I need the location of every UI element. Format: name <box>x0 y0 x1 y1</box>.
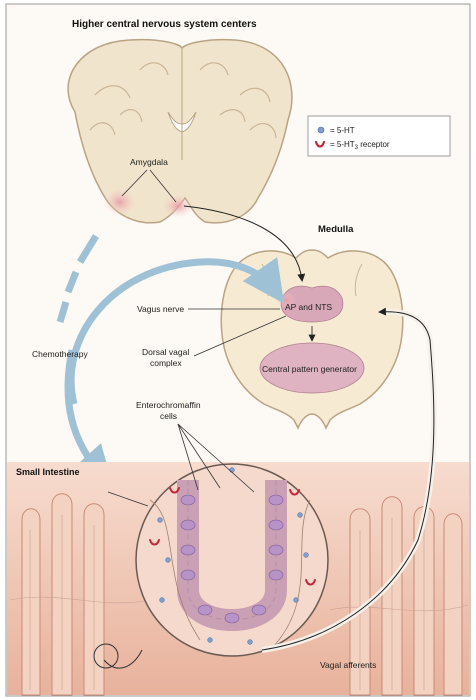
ap-nts-nucleus <box>280 285 344 323</box>
dorsal-vagal-label-1: Dorsal vagal <box>142 347 189 357</box>
legend-serotonin: = 5-HT <box>330 126 355 135</box>
receptor-icon <box>314 140 326 148</box>
brain-section <box>67 38 293 224</box>
enterochromaffin-zoom <box>135 463 329 657</box>
amygdala-to-medulla-arrow <box>183 205 306 282</box>
figure-title: Higher central nervous system centers <box>72 19 257 30</box>
vagal-afferents-label: Vagal afferents <box>320 660 376 670</box>
central-pattern-generator-region <box>259 342 365 394</box>
small-intestine-title: Small Intestine <box>16 467 80 477</box>
enterochromaffin-label-2: cells <box>160 411 177 421</box>
enterochromaffin-label-1: Enterochromaffin <box>136 400 201 410</box>
amygdala-left-glow <box>104 188 136 216</box>
amygdala-label: Amygdala <box>130 157 168 167</box>
chemotherapy-arrow-brain <box>56 234 99 324</box>
legend-receptor: = 5-HT3 receptor <box>330 140 390 151</box>
medulla-title: Medulla <box>318 224 354 235</box>
zoom-origin-circle <box>93 643 119 669</box>
amygdala-right-glow <box>162 194 194 218</box>
legend: = 5-HT = 5-HT3 receptor <box>307 115 451 157</box>
chemotherapy-label: Chemotherapy <box>32 349 89 359</box>
vagus-nerve-label: Vagus nerve <box>137 304 184 314</box>
central-pattern-generator-label: Central pattern generator <box>262 364 357 374</box>
dorsal-vagal-label-2: complex <box>150 358 182 368</box>
ap-nts-label: AP and NTS <box>285 302 332 312</box>
serotonin-dot-icon <box>317 126 325 134</box>
